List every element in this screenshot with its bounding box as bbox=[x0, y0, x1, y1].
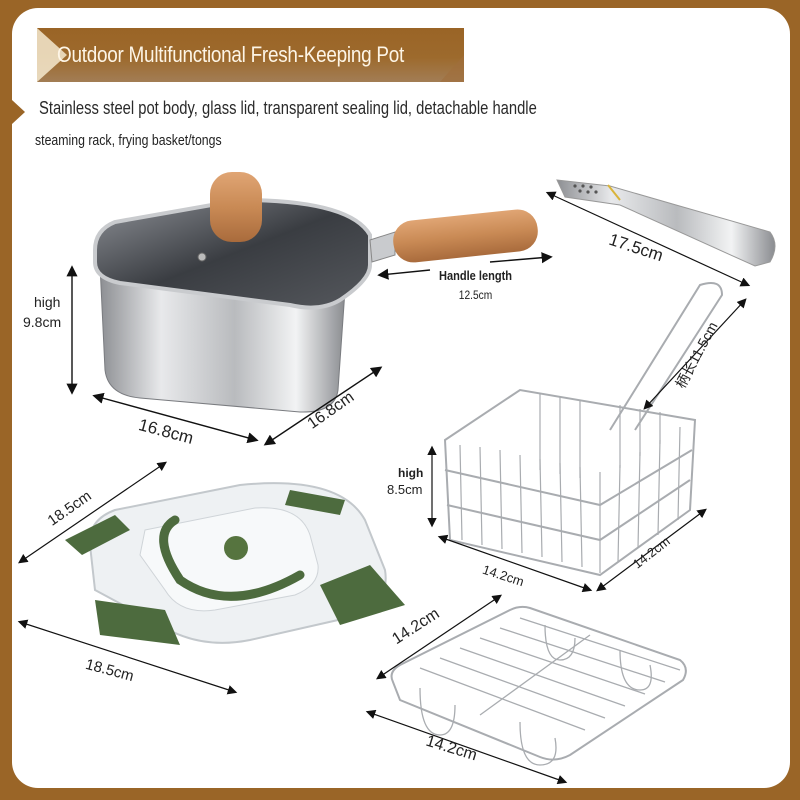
basket-height-value: 8.5cm bbox=[387, 482, 423, 497]
pot-height-value: 9.8cm bbox=[23, 314, 62, 330]
banner-wedge-decoration bbox=[37, 28, 67, 82]
frame-notch bbox=[12, 100, 25, 124]
handle-length-label: Handle length bbox=[438, 268, 513, 283]
subtitle-materials: Stainless steel pot body, glass lid, tra… bbox=[39, 98, 537, 118]
title-banner: Outdoor Multifunctional Fresh-Keeping Po… bbox=[37, 28, 464, 82]
page-title: Outdoor Multifunctional Fresh-Keeping Po… bbox=[57, 42, 404, 67]
handle-length-value: 12.5cm bbox=[458, 288, 493, 302]
banner-corner-decoration bbox=[440, 55, 464, 82]
basket-height-label: high bbox=[398, 466, 424, 480]
sealing-lid-illustration bbox=[65, 482, 405, 645]
pot-height-label: high bbox=[34, 294, 61, 310]
subtitle-accessories: steaming rack, frying basket/tongs bbox=[35, 132, 222, 149]
tongs-illustration bbox=[556, 179, 776, 267]
frying-basket-illustration bbox=[443, 282, 724, 577]
